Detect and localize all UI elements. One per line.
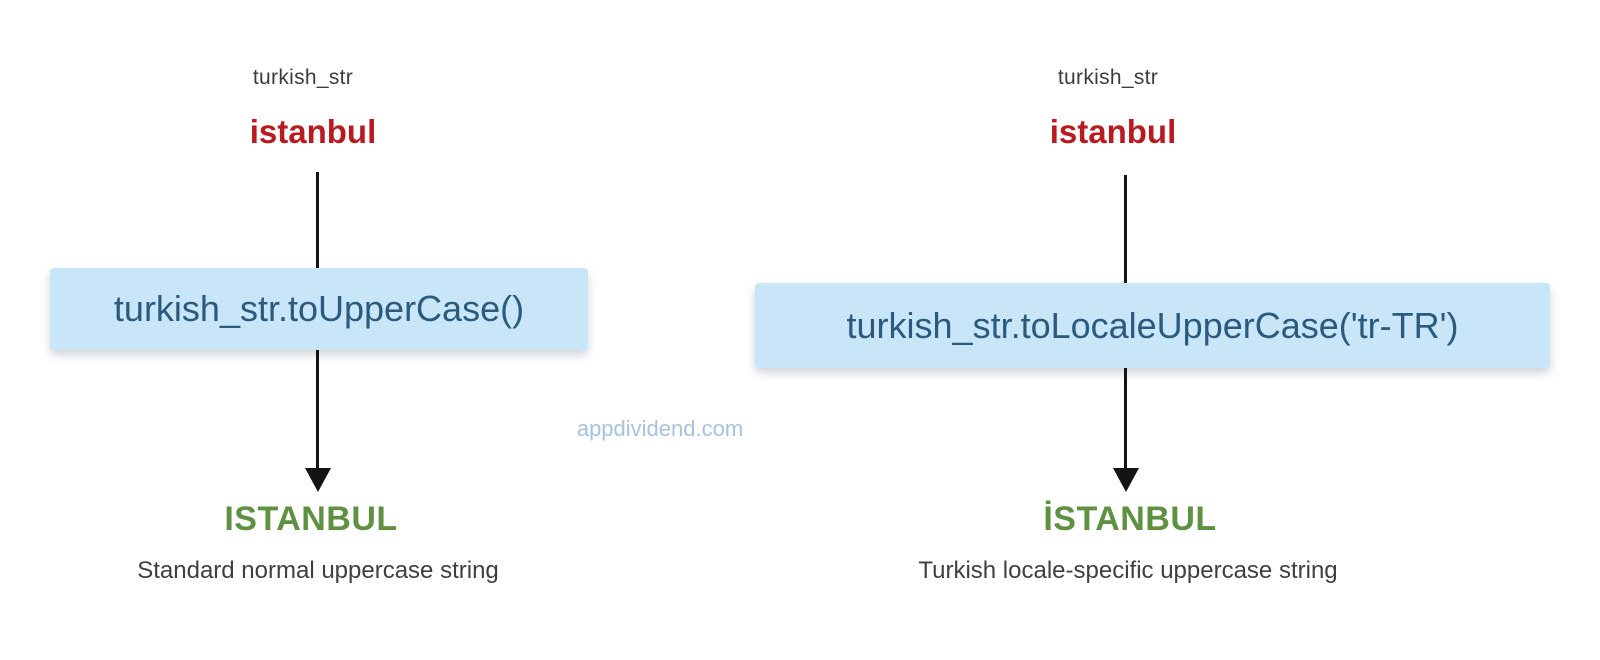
left-result-value: ISTANBUL (224, 500, 398, 538)
right-arrow-head-icon (1113, 468, 1139, 492)
right-method-box: turkish_str.toLocaleUpperCase('tr-TR') (755, 283, 1550, 368)
left-method-box: turkish_str.toUpperCase() (50, 268, 588, 350)
right-input-value: istanbul (1049, 113, 1177, 150)
right-result-value: İSTANBUL (1043, 500, 1217, 538)
left-arrow-upper-shaft (316, 172, 319, 268)
left-input-value: istanbul (249, 113, 377, 150)
right-variable-label: turkish_str (1057, 66, 1159, 89)
right-caption: Turkish locale-specific uppercase string (918, 557, 1338, 584)
left-caption: Standard normal uppercase string (137, 557, 499, 584)
left-method-call: turkish_str.toUpperCase() (113, 288, 525, 329)
left-variable-label: turkish_str (252, 66, 354, 89)
left-arrow-lower-shaft (316, 350, 319, 470)
watermark: appdividend.com (576, 416, 744, 441)
right-method-call: turkish_str.toLocaleUpperCase('tr-TR') (846, 304, 1459, 346)
right-arrow-upper-shaft (1124, 175, 1127, 283)
right-arrow-lower-shaft (1124, 368, 1127, 470)
left-arrow-head-icon (305, 468, 331, 492)
